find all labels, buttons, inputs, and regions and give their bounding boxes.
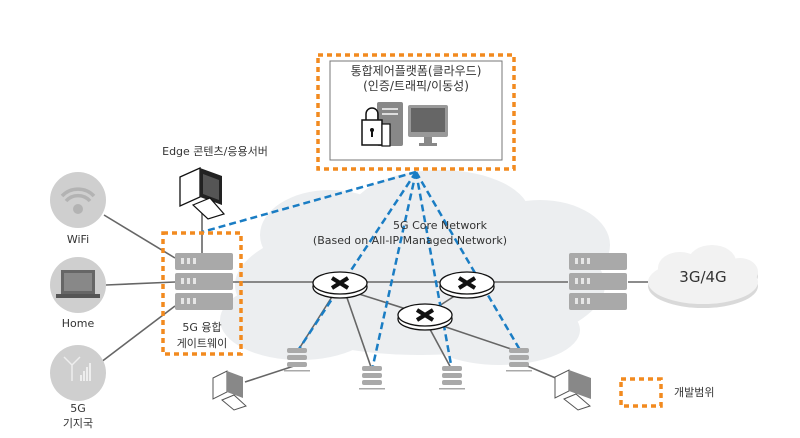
legend-scope-swatch [619, 377, 663, 408]
core-network-cloud [220, 170, 610, 365]
wifi-icon [50, 172, 106, 228]
gateway-label-line2: 게이트웨이 [176, 337, 228, 350]
control-links [201, 170, 522, 371]
gateway-label-line1: 5G 융합 [182, 321, 222, 334]
client-pc-icon [212, 370, 247, 411]
router-icon [397, 303, 453, 331]
client-pc-icon [554, 369, 591, 411]
core-network-subtitle: (Based on All-IP Managed Network) [312, 234, 508, 247]
small-server-icon [284, 348, 310, 372]
legend-label: 개발범위 [674, 386, 715, 399]
platform-subtitle: (인증/트래픽/이동성) [363, 79, 469, 93]
small-server-icon [506, 348, 532, 372]
router-icon [439, 271, 495, 299]
lock-server-icon [361, 102, 403, 147]
legacy-gateway-server-icon [569, 253, 627, 310]
gateway-server-icon [175, 253, 233, 310]
platform-box [329, 60, 503, 161]
wifi-label: WiFi [66, 233, 90, 246]
router-icon [312, 271, 368, 299]
monitor-icon [408, 105, 448, 146]
core-network-title: 5G Core Network [393, 219, 487, 232]
legacy-network-cloud [648, 245, 758, 308]
platform-scope-border [316, 53, 516, 171]
base-station-label-line1: 5G [70, 402, 86, 415]
edge-server-label: Edge 콘텐츠/응용서버 [162, 145, 268, 158]
small-server-icon [359, 366, 385, 390]
edge-server-pc-icon [179, 166, 226, 220]
small-server-icon [439, 366, 465, 390]
home-label: Home [61, 317, 95, 330]
laptop-icon [50, 257, 106, 313]
platform-title: 통합제어플랫폼(클라우드) [350, 64, 482, 78]
legacy-network-label: 3G/4G [679, 268, 727, 286]
gateway-scope-border [161, 231, 243, 356]
base-station-label-line2: 기지국 [62, 417, 94, 430]
antenna-icon [50, 345, 106, 401]
